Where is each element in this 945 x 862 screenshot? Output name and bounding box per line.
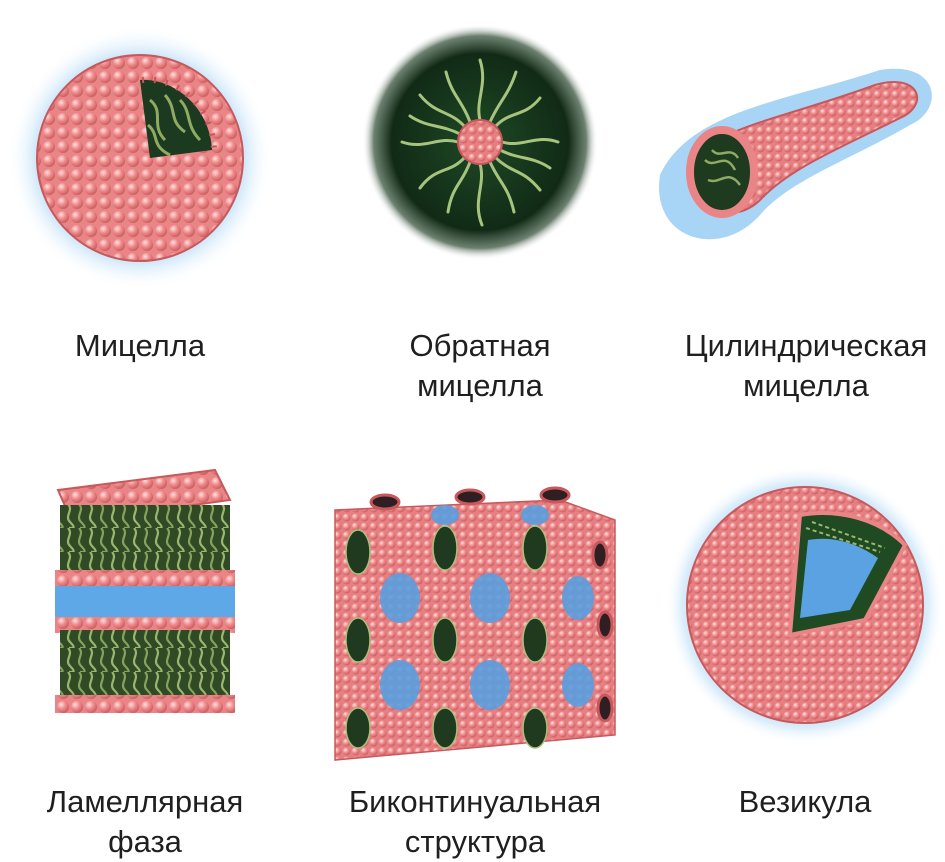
vesicle-illustration — [665, 465, 945, 745]
bicontinuous-structure-illustration — [335, 488, 615, 760]
label-reverse-micelle-line-2: мицелла — [355, 366, 605, 406]
label-reverse-micelle-line-1: Обратная — [355, 326, 605, 366]
label-reverse-micelle: Обратная мицелла — [355, 326, 605, 406]
label-vesicle-line-1: Везикула — [700, 782, 910, 822]
label-micelle: Мицелла — [35, 326, 245, 366]
label-lamellar-phase-line-2: фаза — [20, 822, 270, 862]
label-bicontinuous-structure-line-1: Биконтинуальная — [325, 782, 625, 822]
label-lamellar-phase-line-1: Ламеллярная — [20, 782, 270, 822]
label-bicontinuous-structure-line-2: структура — [325, 822, 625, 862]
label-micelle-line-1: Мицелла — [35, 326, 245, 366]
label-cylindrical-micelle-line-2: мицелла — [670, 366, 942, 406]
lamellar-phase-illustration — [55, 470, 235, 713]
cylinder-cross-section — [690, 130, 754, 214]
label-cylindrical-micelle-line-1: Цилиндрическая — [670, 326, 942, 366]
label-vesicle: Везикула — [700, 782, 910, 822]
reverse-micelle-illustration — [362, 24, 598, 260]
label-bicontinuous-structure: Биконтинуальная структура — [325, 782, 625, 862]
cylindrical-micelle-illustration — [659, 69, 932, 240]
label-cylindrical-micelle: Цилиндрическая мицелла — [670, 326, 942, 406]
label-lamellar-phase: Ламеллярная фаза — [20, 782, 270, 862]
micelle-illustration — [8, 26, 272, 290]
